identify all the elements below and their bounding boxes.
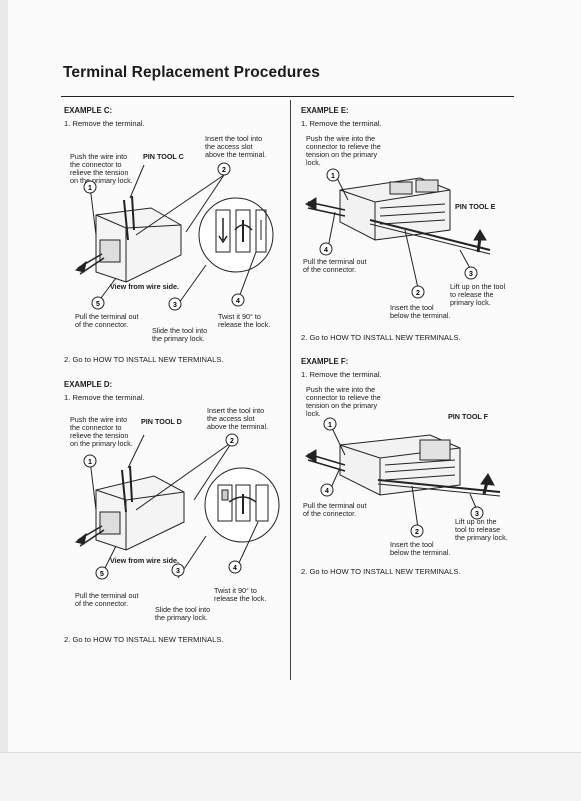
example-e-step2: 2. Go to HOW TO INSTALL NEW TERMINALS. (301, 333, 461, 342)
example-e-callouts: 1 2 3 4 (319, 168, 478, 299)
svg-text:2: 2 (416, 290, 420, 297)
svg-text:5: 5 (96, 301, 100, 308)
example-e-heading: EXAMPLE E: (301, 106, 349, 115)
svg-text:1: 1 (88, 459, 92, 466)
example-d-view-label: View from wire side. (110, 556, 179, 565)
example-c-tool-label: PIN TOOL C (143, 152, 184, 161)
svg-text:1: 1 (328, 422, 332, 429)
example-d-callouts: 1 2 3 4 5 (83, 433, 242, 580)
example-f-step1: 1. Remove the terminal. (301, 370, 382, 379)
page-title: Terminal Replacement Procedures (63, 64, 320, 81)
example-e-step1: 1. Remove the terminal. (301, 119, 382, 128)
svg-text:5: 5 (100, 571, 104, 578)
svg-text:1: 1 (88, 185, 92, 192)
example-c-view-label: View from wire side. (110, 282, 179, 291)
svg-text:1: 1 (331, 173, 335, 180)
example-c-diagram: 1 2 3 4 5 (74, 162, 274, 311)
svg-text:3: 3 (173, 302, 177, 309)
example-e-tool-label: PIN TOOL E (455, 202, 496, 211)
svg-text:4: 4 (325, 488, 329, 495)
svg-text:3: 3 (176, 568, 180, 575)
page-shadow-bottom (0, 752, 581, 801)
svg-text:2: 2 (230, 438, 234, 445)
column-divider (290, 100, 291, 680)
svg-text:2: 2 (415, 529, 419, 536)
example-c-step2: 2. Go to HOW TO INSTALL NEW TERMINALS. (64, 355, 224, 364)
example-c-callouts: 1 2 3 4 5 (83, 162, 245, 311)
example-d-step1: 1. Remove the terminal. (64, 393, 145, 402)
example-d-step2: 2. Go to HOW TO INSTALL NEW TERMINALS. (64, 635, 224, 644)
example-f-step2: 2. Go to HOW TO INSTALL NEW TERMINALS. (301, 567, 461, 576)
example-f-tool-label: PIN TOOL F (448, 412, 489, 421)
example-f-callouts: 1 2 3 4 (320, 417, 484, 538)
page-shadow-left (0, 0, 8, 760)
svg-text:4: 4 (324, 247, 328, 254)
example-d-diagram: 1 2 3 4 5 (74, 433, 280, 580)
example-f-heading: EXAMPLE F: (301, 357, 349, 366)
svg-text:2: 2 (222, 167, 226, 174)
example-f-diagram: 1 2 3 4 (305, 417, 501, 538)
example-e-diagram: 1 2 3 4 (305, 168, 491, 299)
title-rule (61, 96, 514, 97)
svg-text:4: 4 (236, 298, 240, 305)
example-d-heading: EXAMPLE D: (64, 380, 113, 389)
svg-text:3: 3 (475, 511, 479, 518)
example-c-heading: EXAMPLE C: (64, 106, 113, 115)
svg-text:4: 4 (233, 565, 237, 572)
example-c-step1: 1. Remove the terminal. (64, 119, 145, 128)
svg-text:3: 3 (469, 271, 473, 278)
example-d-tool-label: PIN TOOL D (141, 417, 182, 426)
